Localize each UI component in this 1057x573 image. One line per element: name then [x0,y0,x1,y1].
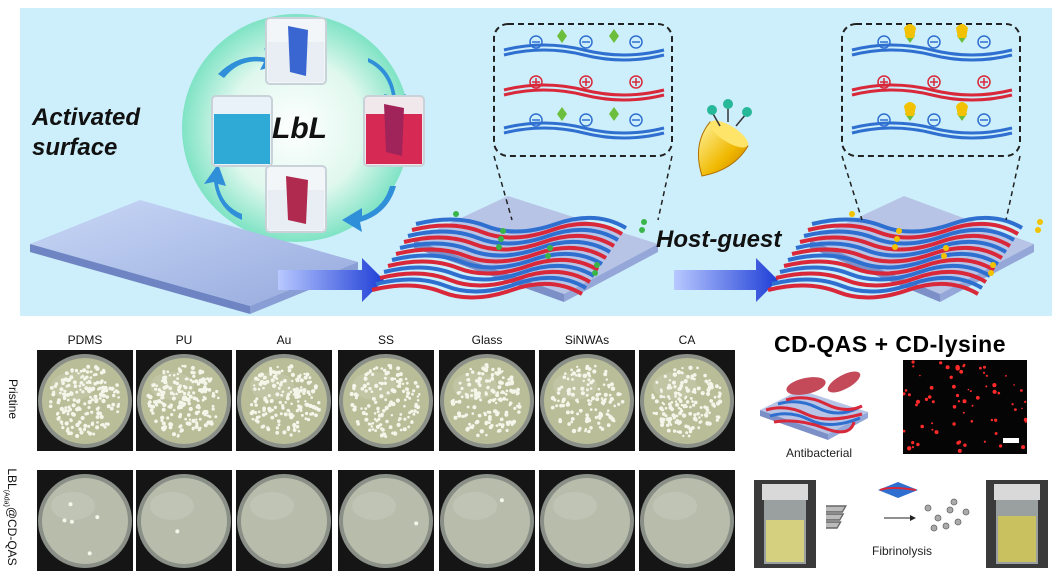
column-label-au: Au [276,333,292,347]
column-label-pdms: PDMS [67,333,103,347]
column-label-ca: CA [678,333,696,347]
pristine-dish-pdms [37,350,133,451]
coated-label-suffix: @CD-QAS [5,506,19,566]
cyclodextrin-bell-icon [697,99,752,177]
coated-dish-ca [639,470,735,571]
coated-label-sub: (Ada) [2,489,10,507]
fiber-film-1 [371,196,658,302]
lbl-glow-circle [182,14,410,242]
pristine-dish-glass [439,350,535,451]
zoom-box-2 [841,23,1021,221]
beaker-bottom [265,165,327,233]
schematic-panel: Activated surface LbL Host-guest [20,8,1052,316]
pristine-dish-au [236,350,332,451]
zoom-box-1 [493,23,673,221]
column-label-pu: PU [175,333,193,347]
pristine-dish-ca [639,350,735,451]
lbl-label: LbL [272,112,327,145]
coated-dish-au [236,470,332,571]
coated-dish-glass [439,470,535,571]
column-label-sinwas: SiNWAs [564,333,610,347]
pristine-dish-ss [338,350,434,451]
host-guest-label: Host-guest [656,226,782,253]
antibacterial-svg [760,371,868,440]
coated-label-prefix: LBL [5,468,19,490]
coated-dish-sinwas [539,470,635,571]
row-label-coated: LBL(Ada)@CD-QAS [3,462,19,572]
beaker-top [265,17,327,85]
fibrinolysis-label: Fibrinolysis [872,544,933,558]
vial-after-image [986,480,1048,568]
coated-dish-pdms [37,470,133,571]
pristine-dish-pu [136,350,232,451]
beaker-left [211,95,273,167]
arrow-1 [278,258,384,302]
coated-dish-ss [338,470,434,571]
column-label-ss: SS [377,333,394,347]
arrow-2 [674,258,778,302]
row-label-pristine: Pristine [6,378,20,419]
column-label-glass: Glass [471,333,503,347]
fibrinolysis-scheme [807,478,978,538]
right-title: CD-QAS + CD-lysine [774,331,1007,357]
fluorescence-svg [903,360,1027,453]
scale-bar [1003,438,1019,443]
coated-dish-pu [136,470,232,571]
fluorescence-image [903,360,1027,454]
fibrinolysis-svg [807,482,970,532]
petri-grid: PDMS PU Au SS Glass SiNWAs CA Pristine LBL(Ada… [0,333,740,573]
pristine-dish-sinwas [539,350,635,451]
activated-surface-label: Activated surface [32,104,141,161]
schematic-svg [30,14,1043,314]
fiber-film-2 [767,196,1043,302]
beaker-right [363,95,425,167]
antibacterial-label: Antibacterial [786,446,853,460]
vial-before-image [754,480,816,568]
antibacterial-scheme [756,360,876,444]
